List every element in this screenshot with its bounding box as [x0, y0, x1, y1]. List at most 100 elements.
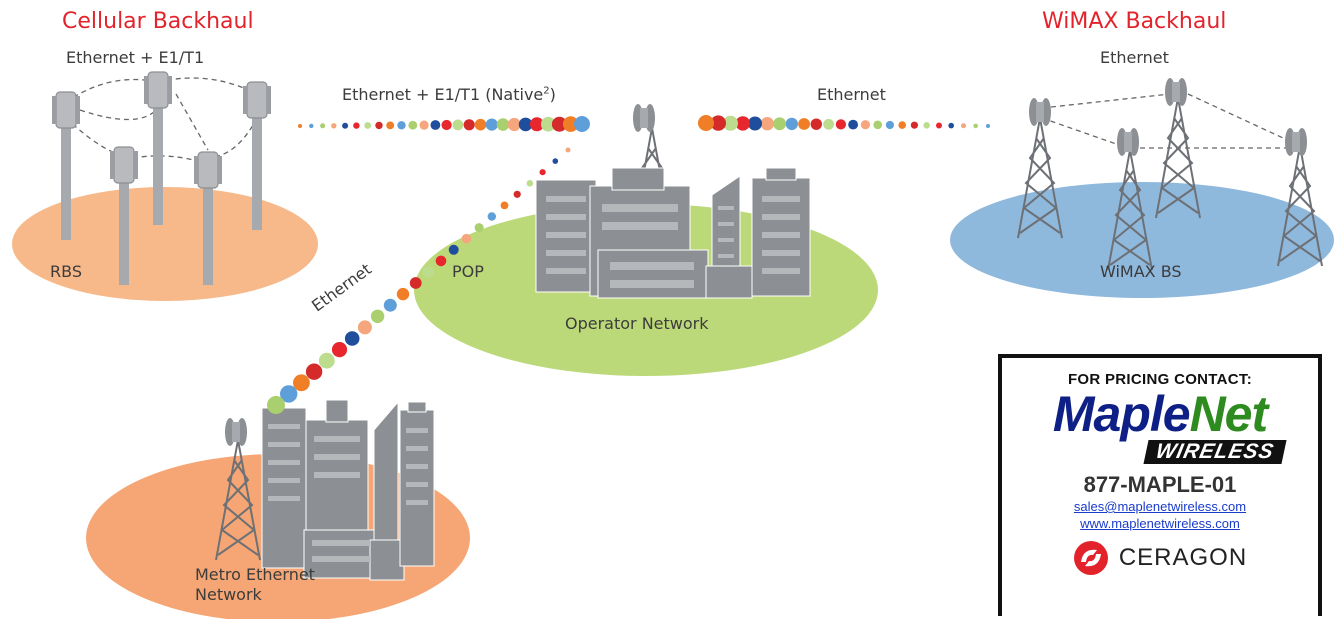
metro-windows: [268, 424, 428, 562]
traffic-dot: [923, 122, 930, 129]
traffic-dot: [735, 116, 750, 131]
traffic-dot: [320, 123, 326, 129]
traffic-dot: [452, 119, 464, 131]
traffic-dot: [461, 233, 472, 244]
operator-windows: [546, 196, 800, 288]
wimax-backhaul-subtitle: Ethernet: [1100, 48, 1169, 67]
traffic-dot: [948, 122, 954, 129]
traffic-dot: [539, 169, 546, 176]
traffic-dot: [885, 120, 895, 130]
traffic-dot: [698, 115, 714, 131]
traffic-dot: [496, 118, 510, 131]
traffic-dot: [574, 116, 590, 132]
traffic-dot: [331, 123, 337, 129]
link-label-cellular: Ethernet + E1/T1 (Native2): [342, 85, 556, 104]
traffic-dot: [529, 117, 544, 132]
traffic-dot: [280, 385, 298, 403]
traffic-dot: [441, 119, 452, 131]
traffic-dot: [487, 212, 496, 221]
wimax-oval: [950, 182, 1334, 298]
traffic-dot: [986, 124, 990, 128]
traffic-dot: [396, 287, 410, 301]
cell-mast-1: [51, 91, 81, 240]
rbs-oval: [12, 187, 318, 301]
traffic-dot: [435, 255, 447, 267]
traffic-dot: [397, 121, 406, 130]
link-label-close: ): [549, 85, 556, 104]
cell-mast-5: [193, 151, 223, 285]
traffic-dot: [910, 121, 919, 129]
ceragon-logo: CERAGON: [1002, 540, 1318, 576]
traffic-dot: [835, 119, 847, 130]
traffic-dot: [936, 122, 942, 129]
traffic-dot: [860, 120, 871, 130]
traffic-dot: [386, 121, 395, 130]
cellular-backhaul-title: Cellular Backhaul: [62, 9, 254, 34]
traffic-dot: [973, 123, 978, 129]
traffic-dot: [507, 117, 521, 132]
logo-net: Net: [1189, 386, 1269, 442]
cellular-backhaul-subtitle: Ethernet + E1/T1: [66, 48, 205, 67]
traffic-dot: [810, 118, 822, 130]
traffic-dot: [383, 298, 397, 312]
traffic-dot: [309, 123, 314, 129]
traffic-dot: [419, 120, 429, 130]
traffic-dot: [873, 120, 882, 130]
traffic-dot: [710, 115, 726, 131]
traffic-dot: [408, 120, 418, 130]
traffic-dot: [540, 116, 556, 132]
traffic-dot: [848, 119, 858, 130]
traffic-dot: [474, 118, 487, 131]
metro-network-label-line2: Network: [195, 585, 262, 604]
cell-mast-2: [143, 71, 173, 225]
traffic-dot: [344, 331, 360, 346]
traffic-dot: [723, 115, 738, 131]
traffic-dot: [898, 121, 906, 129]
email-link[interactable]: sales@maplenetwireless.com: [1073, 499, 1247, 514]
traffic-dot: [760, 117, 774, 131]
traffic-dot: [267, 396, 285, 414]
pricing-heading: FOR PRICING CONTACT:: [1067, 371, 1253, 388]
logo-maple: Maple: [1052, 386, 1191, 442]
traffic-dot: [370, 309, 385, 323]
dot-stream-wimax: [698, 115, 990, 131]
operator-network-label: Operator Network: [565, 314, 709, 333]
ceragon-swirl-icon: [1073, 541, 1108, 575]
link-label-footnote: 2: [543, 85, 550, 97]
metro-network-label-line1: Metro Ethernet: [195, 565, 315, 584]
rbs-label: RBS: [50, 262, 82, 281]
traffic-dot: [961, 123, 966, 129]
traffic-dot: [422, 266, 434, 278]
traffic-dot: [474, 223, 484, 233]
traffic-dot: [785, 117, 798, 131]
ceragon-wordmark: CERAGON: [1118, 544, 1248, 571]
traffic-dot: [293, 374, 310, 392]
traffic-dot: [552, 158, 559, 164]
link-label-cellular-text: Ethernet + E1/T1 (Native: [342, 85, 544, 104]
pricing-contact-box: FOR PRICING CONTACT: MapleNet WIRELESS 8…: [998, 354, 1322, 616]
traffic-dot: [463, 119, 475, 131]
wimax-dashed-links: [1041, 93, 1297, 149]
traffic-dot: [364, 122, 372, 129]
traffic-dot: [562, 116, 579, 132]
logo-wireless-tag: WIRELESS: [1143, 440, 1287, 464]
maplenet-logo: MapleNet: [1002, 388, 1318, 440]
traffic-dot: [342, 122, 349, 129]
dot-stream-metro: [267, 147, 571, 414]
traffic-dot: [551, 116, 567, 132]
traffic-dot: [318, 352, 335, 369]
traffic-dot: [298, 124, 302, 128]
traffic-dot: [565, 147, 571, 153]
traffic-dot: [448, 244, 459, 255]
link-label-wimax: Ethernet: [817, 85, 886, 104]
traffic-dot: [823, 118, 834, 130]
traffic-dot: [526, 180, 534, 187]
website-link[interactable]: www.maplenetwireless.com: [1080, 516, 1240, 531]
traffic-dot: [748, 116, 762, 131]
traffic-dot: [518, 117, 533, 132]
traffic-dot: [357, 320, 372, 335]
cell-mast-4: [109, 146, 139, 285]
traffic-dot: [353, 122, 360, 129]
dot-stream-cellular: [298, 116, 590, 132]
